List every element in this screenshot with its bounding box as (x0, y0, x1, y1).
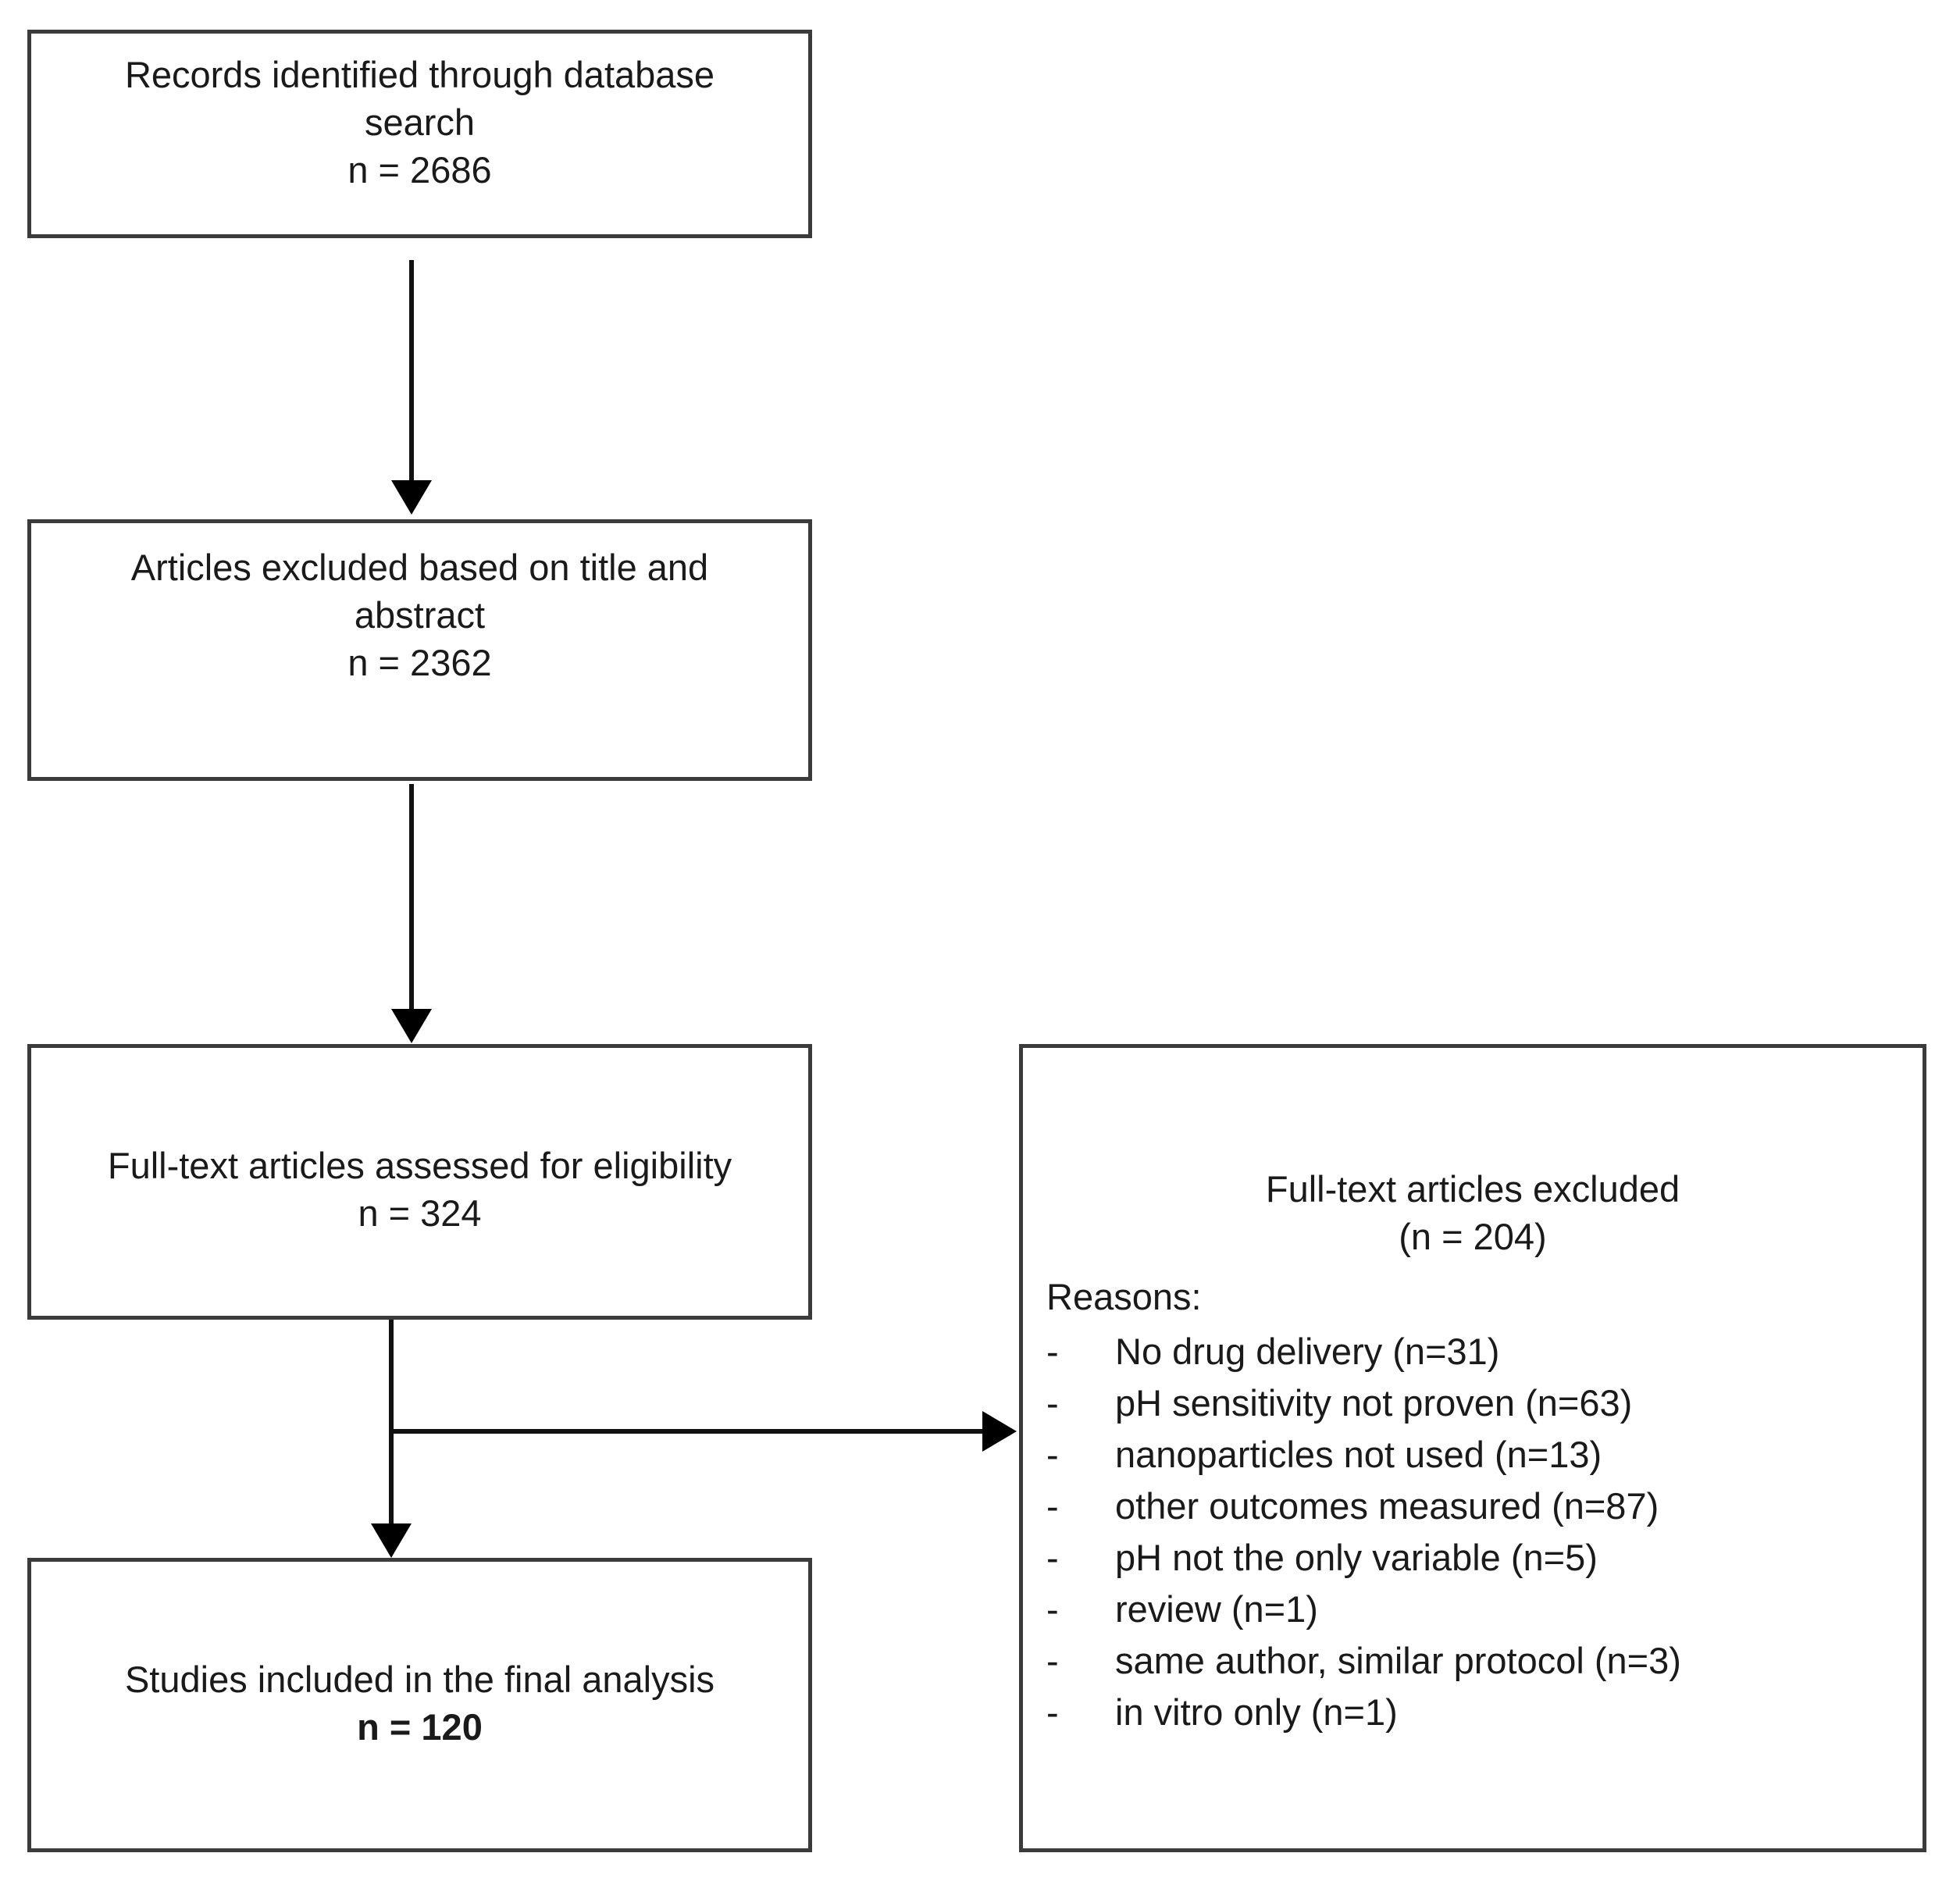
list-item: - in vitro only (n=1) (1046, 1687, 1681, 1738)
box-records-identified: Records identified through database sear… (27, 30, 812, 238)
connector-assessed-to-included-arrowhead (371, 1523, 412, 1558)
reason-label: same author, similar protocol (n=3) (1115, 1640, 1681, 1681)
bullet-dash-icon: - (1046, 1331, 1059, 1372)
connector-identified-to-excluded-arrowhead (391, 480, 432, 515)
bullet-dash-icon: - (1046, 1485, 1059, 1527)
list-item: - pH sensitivity not proven (n=63) (1046, 1377, 1681, 1429)
reason-label: other outcomes measured (n=87) (1115, 1485, 1659, 1527)
reason-label: No drug delivery (n=31) (1115, 1331, 1500, 1372)
box-fulltext-excluded-panel: Full-text articles excluded (n = 204) Re… (1019, 1044, 1926, 1852)
box-records-identified-text: Records identified through database sear… (124, 54, 715, 191)
excluded-panel-heading: Full-text articles excluded (n = 204) (1265, 1168, 1680, 1258)
bullet-dash-icon: - (1046, 1382, 1059, 1424)
box-studies-included-title: Studies included in the final analysis (124, 1659, 715, 1700)
bullet-dash-icon: - (1046, 1640, 1059, 1681)
reason-label: pH not the only variable (n=5) (1115, 1537, 1598, 1578)
box-fulltext-assessed-text: Full-text articles assessed for eligibil… (107, 1145, 732, 1235)
list-item: - pH not the only variable (n=5) (1046, 1532, 1681, 1584)
bullet-dash-icon: - (1046, 1588, 1059, 1630)
box-articles-excluded-title-abstract-text: Articles excluded based on title and abs… (130, 547, 709, 684)
reason-label: nanoparticles not used (n=13) (1115, 1434, 1602, 1475)
excluded-panel-reasons-label: Reasons: (1046, 1276, 1202, 1317)
connector-assessed-branch-vertical (389, 1320, 394, 1527)
connector-excluded-to-assessed-arrowhead (391, 1009, 432, 1043)
bullet-dash-icon: - (1046, 1537, 1059, 1578)
connector-excluded-to-assessed-line (409, 784, 414, 1010)
connector-assessed-to-excluded-panel-line (389, 1429, 984, 1434)
box-studies-included: Studies included in the final analysis n… (27, 1558, 812, 1852)
connector-identified-to-excluded-line (409, 260, 414, 482)
bullet-dash-icon: - (1046, 1434, 1059, 1475)
connector-assessed-to-excluded-panel-arrowhead (982, 1411, 1017, 1452)
reason-label: review (n=1) (1115, 1588, 1318, 1630)
bullet-dash-icon: - (1046, 1691, 1059, 1733)
box-articles-excluded-title-abstract: Articles excluded based on title and abs… (27, 519, 812, 781)
list-item: - No drug delivery (n=31) (1046, 1326, 1681, 1377)
list-item: - review (n=1) (1046, 1584, 1681, 1635)
list-item: - other outcomes measured (n=87) (1046, 1481, 1681, 1532)
excluded-reasons-list: - No drug delivery (n=31) - pH sensitivi… (1046, 1326, 1681, 1738)
reason-label: pH sensitivity not proven (n=63) (1115, 1382, 1633, 1424)
list-item: - nanoparticles not used (n=13) (1046, 1429, 1681, 1481)
reason-label: in vitro only (n=1) (1115, 1691, 1398, 1733)
box-fulltext-assessed: Full-text articles assessed for eligibil… (27, 1044, 812, 1320)
box-studies-included-count: n = 120 (357, 1706, 483, 1748)
list-item: - same author, similar protocol (n=3) (1046, 1635, 1681, 1687)
